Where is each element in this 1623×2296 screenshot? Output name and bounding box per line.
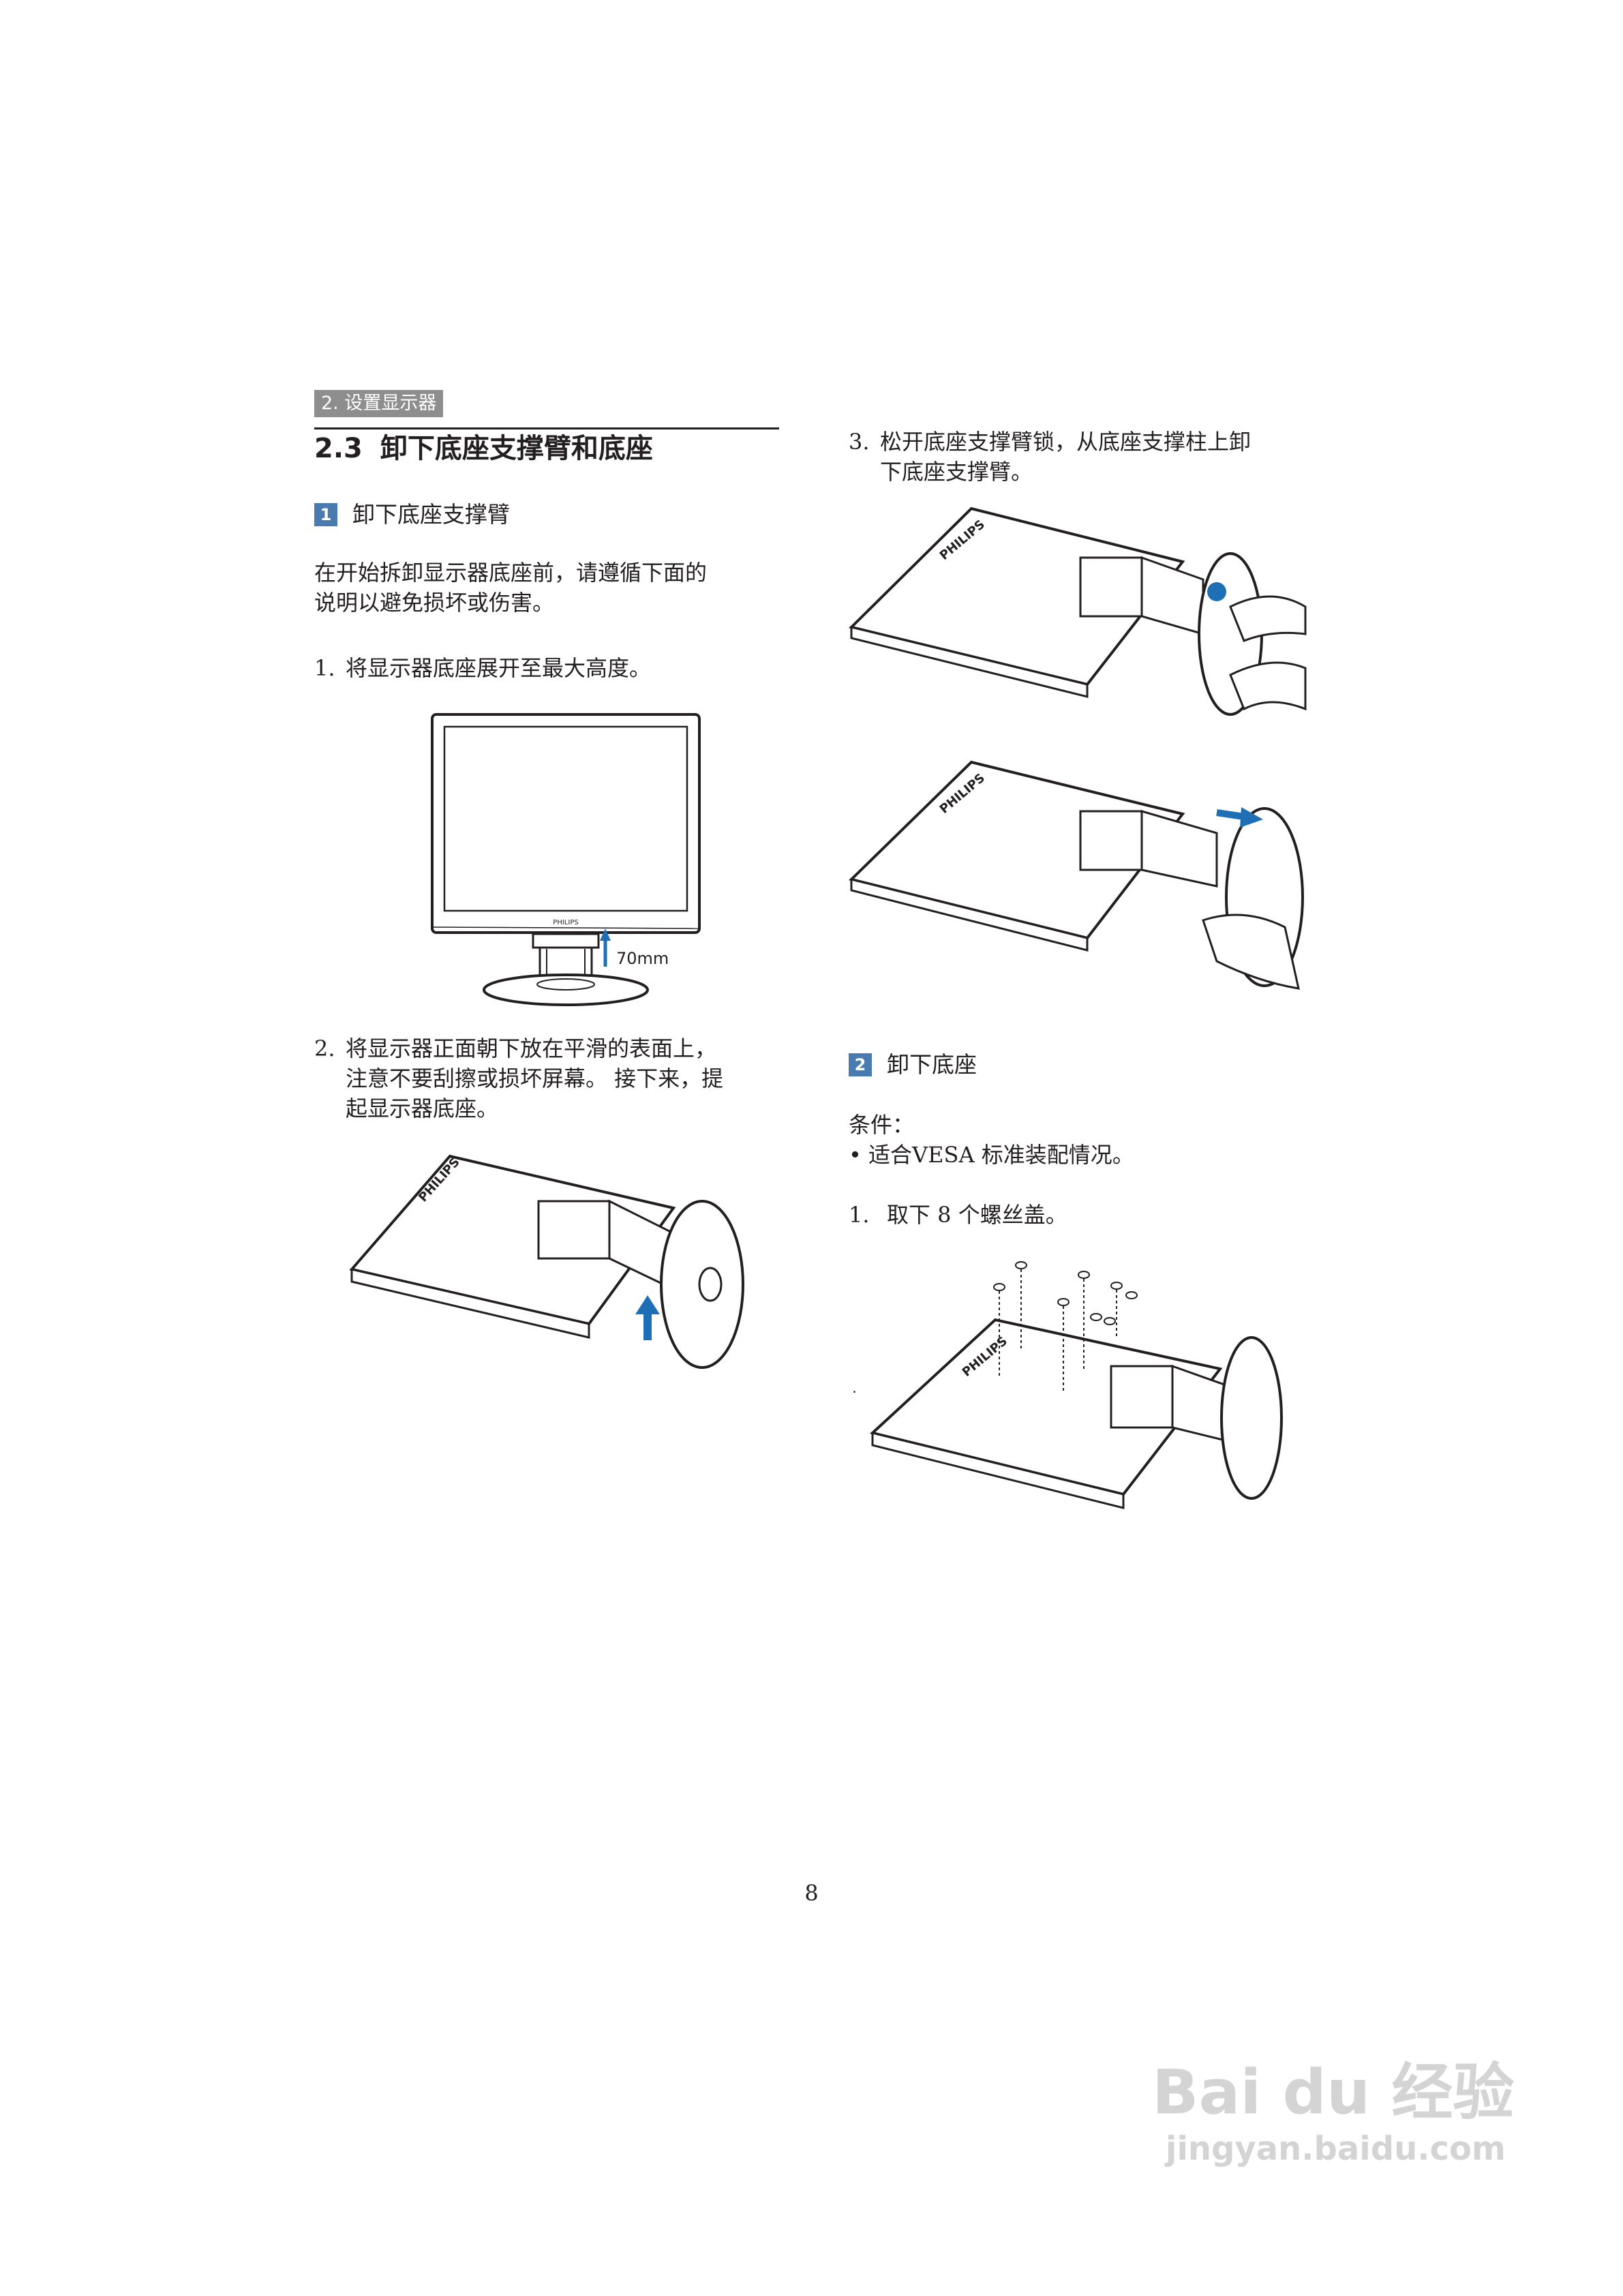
step-1-number: 1.	[314, 655, 335, 681]
page-number: 8	[804, 1880, 819, 1906]
part1-badge: 1	[314, 503, 337, 526]
step-1-text: 将显示器底座展开至最大高度。	[346, 655, 652, 681]
part2-step-text: 取下 8 个螺丝盖。	[887, 1202, 1067, 1228]
watermark-url: jingyan.baidu.com	[1166, 2130, 1506, 2168]
step-2-line-2: 注意不要刮擦或损坏屏幕。 接下来，提	[346, 1066, 724, 1091]
monitor-front-figure: PHILIPS 70mm	[431, 713, 701, 1006]
section-tag: 2. 设置显示器	[314, 390, 444, 417]
step-3: 3. 松开底座支撑臂锁，从底座支撑柱上卸 下底座支撑臂。	[849, 427, 1339, 487]
step-2-line-1: 将显示器正面朝下放在平滑的表面上，	[346, 1036, 717, 1061]
step-2: 2. 将显示器正面朝下放在平滑的表面上， 注意不要刮擦或损坏屏幕。 接下来，提 …	[314, 1033, 791, 1123]
release-lock-figure: PHILIPS	[849, 507, 1307, 716]
part2-step-number: 1.	[849, 1202, 870, 1228]
part2-condition: 条件： • 适合VESA 标准装配情况。	[849, 1110, 1134, 1170]
condition-label: 条件：	[849, 1112, 915, 1138]
step-2-number: 2.	[314, 1036, 335, 1061]
watermark-logo: Bai du 经验	[1152, 2057, 1515, 2128]
face-down-lift-figure: PHILIPS	[349, 1154, 744, 1369]
title-rule	[314, 427, 779, 429]
part1-heading-text: 卸下底座支撑臂	[352, 501, 510, 528]
part2-step-1: 1. 取下 8 个螺丝盖。	[849, 1200, 1326, 1230]
title-number: 2.3	[314, 433, 363, 464]
step-3-line-1: 松开底座支撑臂锁，从底座支撑柱上卸	[880, 429, 1252, 455]
step-3-line-2: 下底座支撑臂。	[880, 459, 1033, 485]
intro-line-1: 在开始拆卸显示器底座前，请遵循下面的	[314, 560, 708, 586]
part2-heading: 2 卸下底座	[849, 1050, 977, 1080]
part1-heading: 1 卸下底座支撑臂	[314, 500, 510, 530]
part2-badge: 2	[849, 1053, 872, 1076]
screw-caps-figure: PHILIPS	[869, 1261, 1283, 1509]
detach-arm-figure: PHILIPS	[849, 760, 1304, 990]
monitor-brand: PHILIPS	[553, 919, 578, 926]
watermark: Bai du 经验 jingyan.baidu.com	[1152, 2059, 1534, 2171]
height-label: 70mm	[616, 949, 669, 968]
title-text: 卸下底座支撑臂和底座	[380, 433, 653, 464]
condition-bullet: • 适合VESA 标准装配情况。	[849, 1142, 1134, 1168]
step-3-number: 3.	[849, 429, 870, 455]
intro-line-2: 说明以避免损坏或伤害。	[314, 590, 555, 616]
step-2-line-3: 起显示器底座。	[346, 1096, 499, 1121]
part2-heading-text: 卸下底座	[887, 1051, 977, 1078]
step-1: 1. 将显示器底座展开至最大高度。	[314, 653, 778, 683]
part1-intro: 在开始拆卸显示器底座前，请遵循下面的 说明以避免损坏或伤害。	[314, 558, 707, 618]
page-title: 2.3 卸下底座支撑臂和底座	[314, 429, 653, 468]
stray-mark: .	[852, 1380, 857, 1397]
